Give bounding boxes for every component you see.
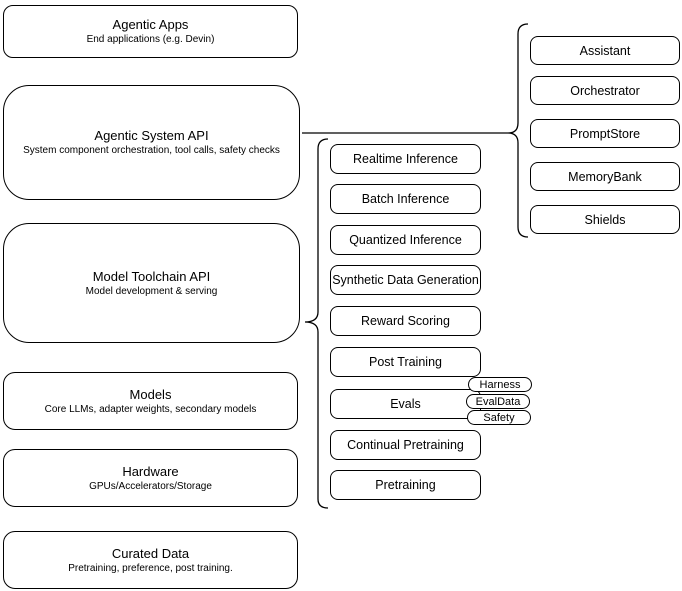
node-orchestrator: Orchestrator (530, 76, 680, 105)
node-label: MemoryBank (568, 169, 642, 184)
node-label: Continual Pretraining (347, 438, 464, 452)
node-subtitle: Model development & serving (85, 285, 218, 297)
tag-label: EvalData (475, 395, 521, 408)
tag-label: Safety (483, 411, 515, 424)
node-evals: Evals (330, 389, 481, 419)
node-title: Curated Data (111, 545, 190, 561)
node-subtitle: System component orchestration, tool cal… (23, 145, 280, 156)
node-memorybank: MemoryBank (530, 162, 680, 191)
node-models: Models Core LLMs, adapter weights, secon… (3, 372, 298, 430)
node-label: Evals (390, 397, 421, 411)
node-label: Realtime Inference (353, 152, 458, 166)
node-curated-data: Curated Data Pretraining, preference, po… (3, 531, 298, 589)
node-label: PromptStore (569, 126, 641, 141)
node-post-training: Post Training (330, 347, 481, 377)
node-pretraining: Pretraining (330, 470, 481, 500)
node-title: Model Toolchain API (92, 268, 211, 284)
toolchain-brace (304, 138, 329, 509)
node-title: Hardware (122, 463, 179, 479)
node-promptstore: PromptStore (530, 119, 680, 148)
node-title: Agentic System API (94, 128, 209, 143)
node-label: Post Training (369, 355, 442, 369)
node-label: Shields (584, 212, 626, 227)
node-continual-pretraining: Continual Pretraining (330, 430, 481, 460)
tag-harness: Harness (468, 377, 532, 392)
node-title: Models (129, 386, 172, 402)
node-hardware: Hardware GPUs/Accelerators/Storage (3, 449, 298, 507)
node-agentic-apps: Agentic Apps End applications (e.g. Devi… (3, 5, 298, 58)
node-quantized-inference: Quantized Inference (330, 225, 481, 255)
node-model-toolchain-api: Model Toolchain API Model development & … (3, 223, 300, 343)
node-realtime-inference: Realtime Inference (330, 144, 481, 174)
node-label: Synthetic Data Generation (332, 273, 479, 287)
node-label: Assistant (579, 43, 631, 58)
tag-safety: Safety (467, 410, 531, 425)
node-title: Agentic Apps (112, 17, 189, 32)
node-subtitle: Core LLMs, adapter weights, secondary mo… (44, 403, 257, 415)
node-assistant: Assistant (530, 36, 680, 65)
tag-label: Harness (479, 378, 521, 391)
node-subtitle: GPUs/Accelerators/Storage (89, 480, 212, 492)
node-reward-scoring: Reward Scoring (330, 306, 481, 336)
node-label: Batch Inference (361, 192, 450, 206)
node-label: Quantized Inference (349, 233, 462, 247)
node-label: Pretraining (375, 478, 436, 492)
node-synthetic-data-generation: Synthetic Data Generation (330, 265, 481, 295)
tag-evaldata: EvalData (466, 394, 530, 409)
node-subtitle: Pretraining, preference, post training. (68, 562, 233, 574)
node-agentic-system-api: Agentic System API System component orch… (3, 85, 300, 200)
system-components-brace (507, 23, 529, 238)
node-batch-inference: Batch Inference (330, 184, 481, 214)
node-label: Reward Scoring (361, 314, 450, 328)
node-label: Orchestrator (570, 83, 640, 98)
node-shields: Shields (530, 205, 680, 234)
node-subtitle: End applications (e.g. Devin) (86, 34, 215, 45)
